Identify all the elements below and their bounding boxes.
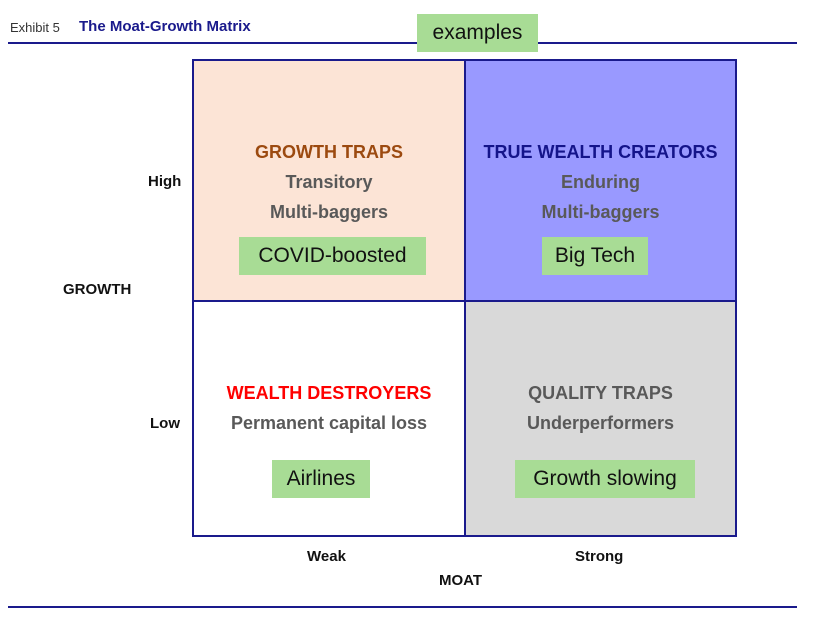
x-tick-weak: Weak [307, 548, 346, 565]
quadrant-true-wealth-creators: TRUE WEALTH CREATORS Enduring Multi-bagg… [466, 61, 735, 302]
quadrant-wealth-destroyers: WEALTH DESTROYERS Permanent capital loss… [194, 302, 466, 535]
y-tick-low: Low [150, 415, 180, 432]
examples-tag: examples [417, 14, 538, 52]
quadrant-subtitle: Transitory [285, 172, 373, 192]
quadrant-title: QUALITY TRAPS [528, 383, 673, 403]
x-tick-strong: Strong [575, 548, 624, 565]
moat-growth-matrix: GROWTH TRAPS Transitory Multi-baggers CO… [192, 59, 737, 537]
footer-rule [8, 606, 797, 608]
header-rule [8, 42, 797, 44]
exhibit-title: The Moat-Growth Matrix [79, 18, 251, 35]
quadrant-growth-traps: GROWTH TRAPS Transitory Multi-baggers CO… [194, 61, 466, 302]
quadrant-subtitle: Underperformers [526, 413, 675, 433]
x-axis-title: MOAT [439, 572, 483, 589]
quadrant-title: WEALTH DESTROYERS [226, 383, 432, 403]
example-tag: Airlines [272, 460, 370, 498]
quadrant-title: GROWTH TRAPS [255, 142, 403, 162]
quadrant-quality-traps: QUALITY TRAPS Underperformers Growth slo… [466, 302, 735, 535]
quadrant-subtitle: Enduring [561, 172, 640, 192]
y-axis-title: GROWTH [63, 281, 132, 298]
example-tag: COVID-boosted [239, 237, 426, 275]
quadrant-subtitle: Multi-baggers [541, 202, 660, 222]
exhibit-label: Exhibit 5 [10, 20, 60, 35]
quadrant-title: TRUE WEALTH CREATORS [483, 142, 718, 162]
y-tick-high: High [148, 173, 182, 190]
quadrant-subtitle: Permanent capital loss [230, 413, 428, 433]
quadrant-subtitle: Multi-baggers [269, 202, 388, 222]
example-tag: Big Tech [542, 237, 648, 275]
example-tag: Growth slowing [515, 460, 695, 498]
